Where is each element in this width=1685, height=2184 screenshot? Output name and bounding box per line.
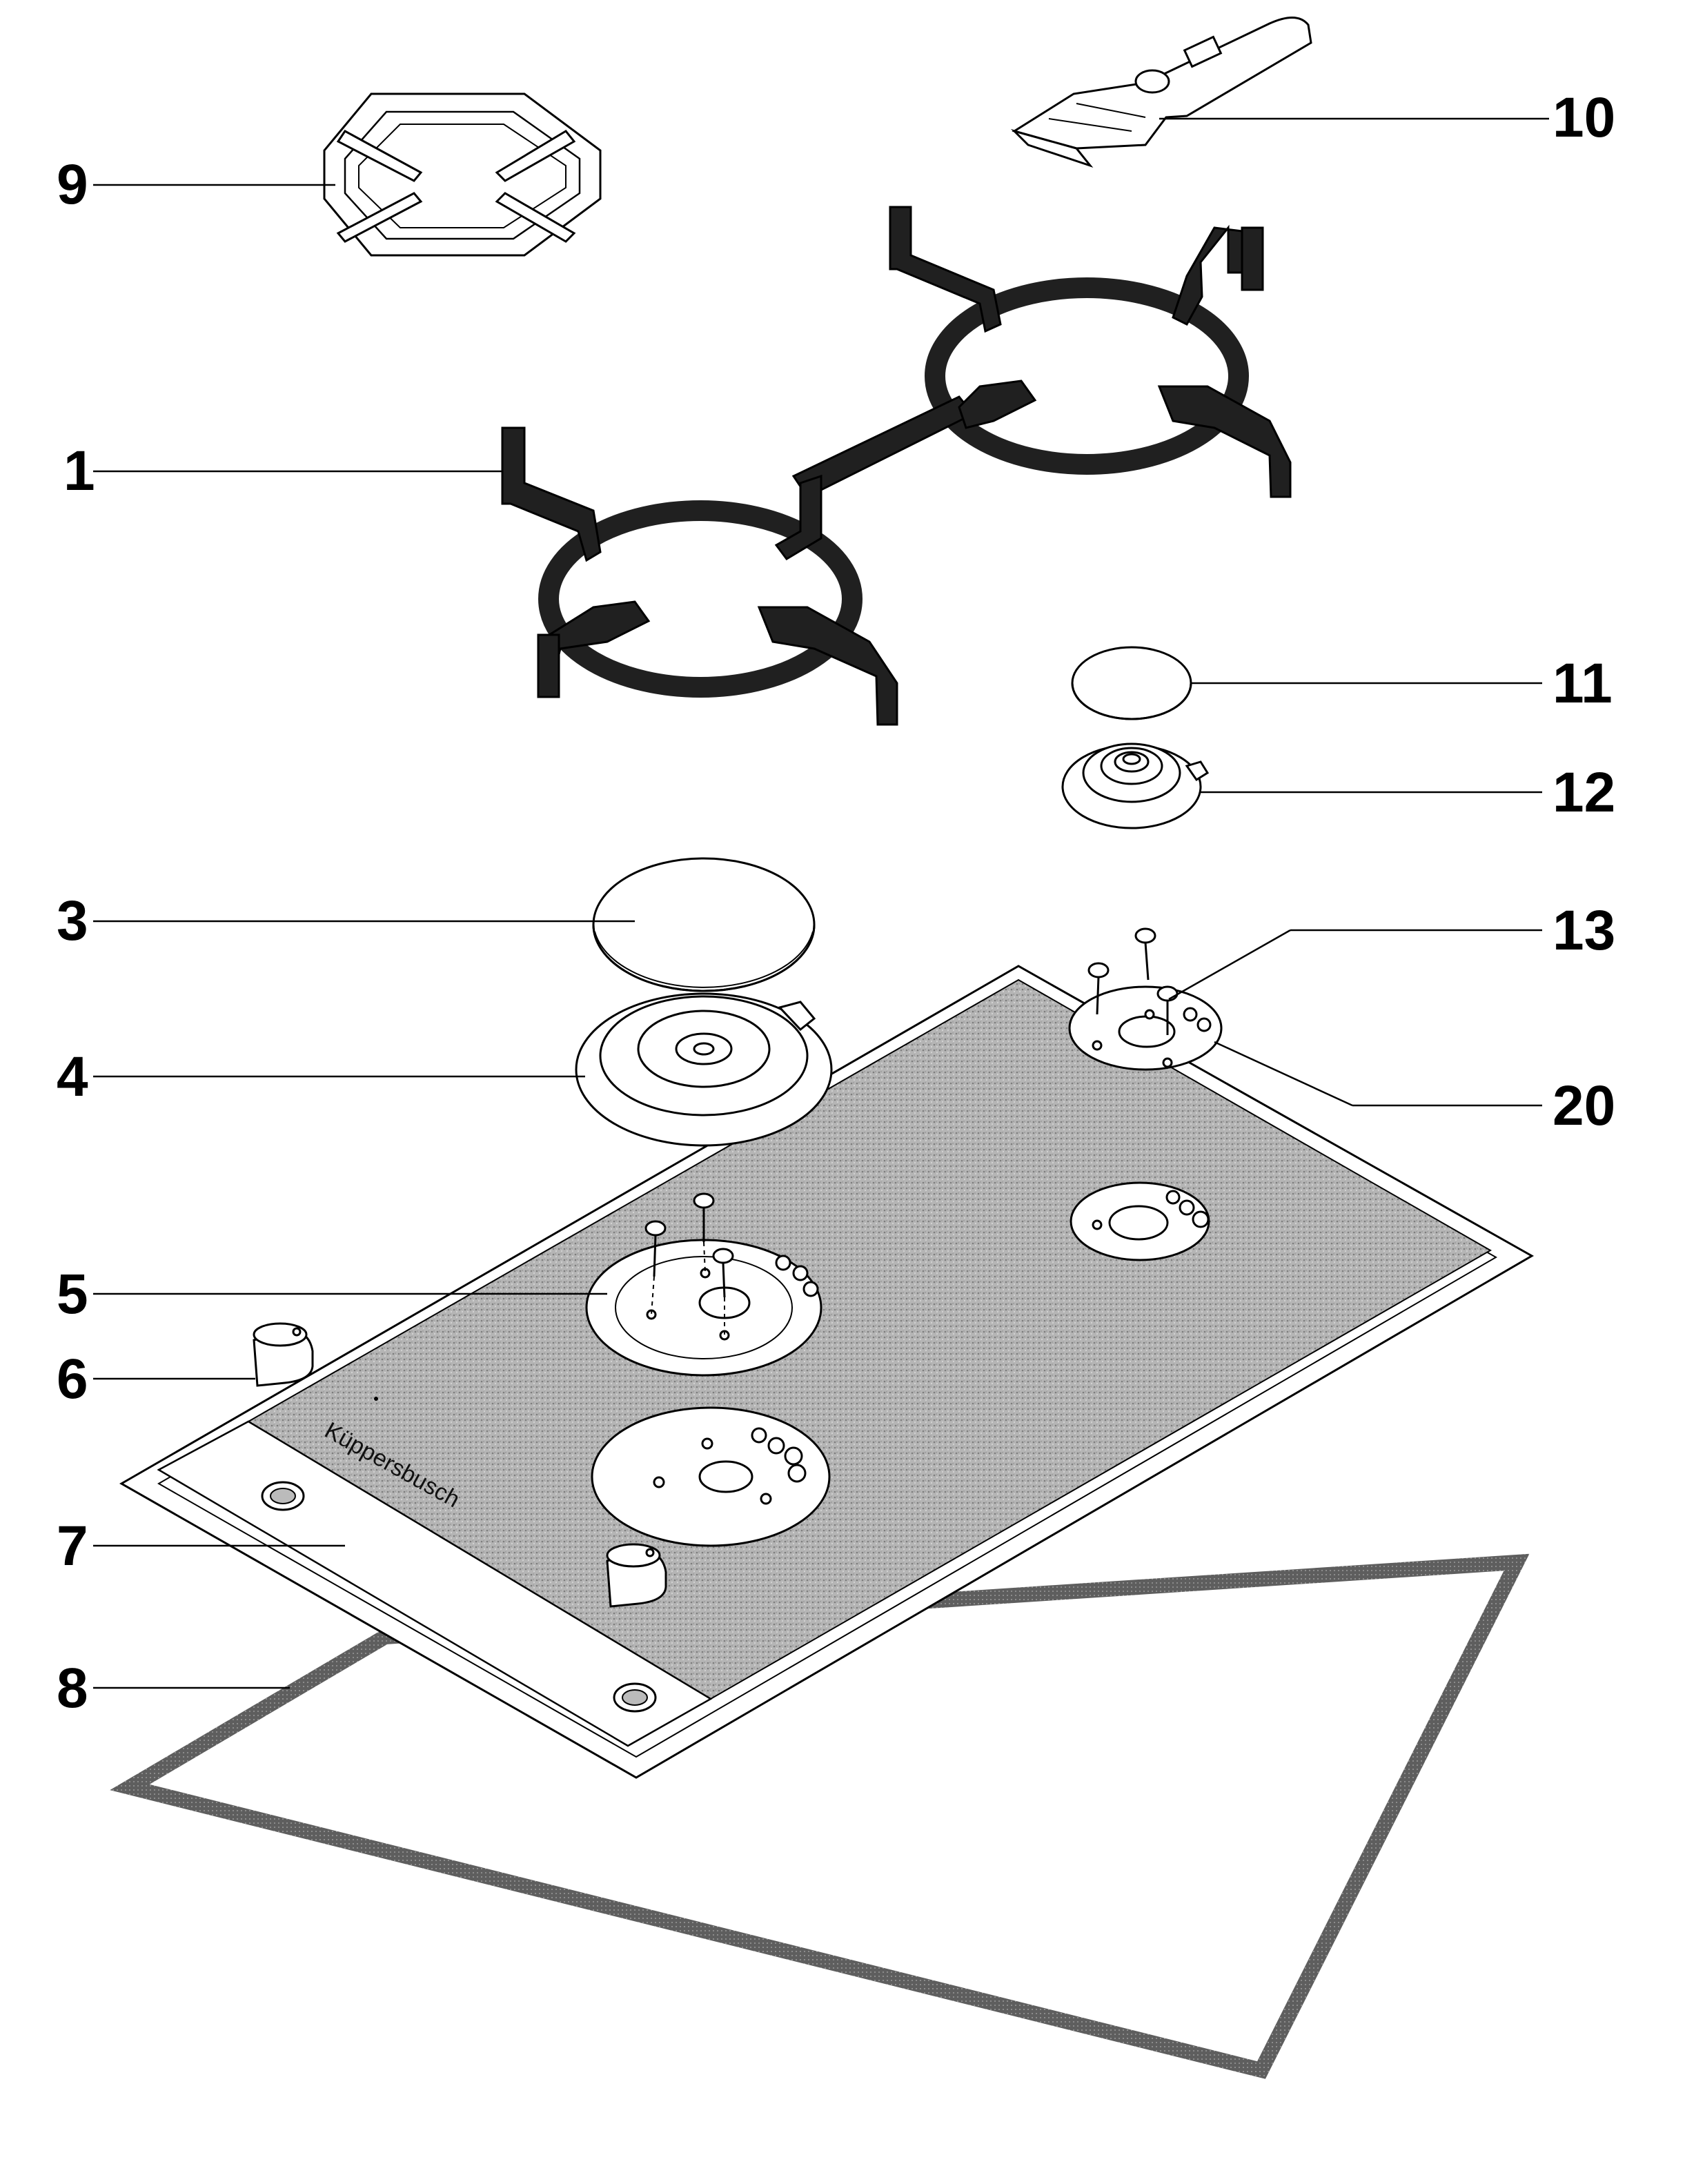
burner-cap-large bbox=[592, 857, 816, 992]
wok-ring-adapter bbox=[323, 92, 602, 257]
burner-body-large bbox=[575, 992, 833, 1147]
callout-1: 1 bbox=[63, 440, 95, 502]
callout-3: 3 bbox=[57, 889, 88, 952]
callout-8: 8 bbox=[57, 1657, 88, 1720]
callout-7: 7 bbox=[57, 1515, 88, 1577]
callout-9: 9 bbox=[57, 153, 88, 216]
callout-12: 12 bbox=[1553, 761, 1615, 824]
callout-labels: 9 10 1 11 12 3 13 4 20 5 6 7 8 bbox=[57, 86, 1615, 1720]
burner-mount-plate-large bbox=[585, 1192, 822, 1377]
scraper-tool bbox=[1010, 17, 1312, 168]
callout-10: 10 bbox=[1553, 86, 1615, 149]
callout-5: 5 bbox=[57, 1263, 88, 1326]
callout-11: 11 bbox=[1553, 652, 1613, 715]
screw-icon bbox=[1134, 927, 1156, 981]
pan-support-grate bbox=[501, 206, 1292, 726]
screw-icon bbox=[693, 1192, 715, 1274]
callout-6: 6 bbox=[57, 1348, 88, 1410]
leader-lines bbox=[93, 117, 1549, 1689]
burner-body-small bbox=[1061, 742, 1210, 829]
callout-13: 13 bbox=[1553, 899, 1615, 962]
callout-4: 4 bbox=[57, 1045, 88, 1108]
burner-cap-small bbox=[1071, 646, 1192, 720]
control-knob bbox=[253, 1322, 314, 1387]
hob-glass-plate: Küppersbusch bbox=[119, 965, 1535, 1779]
seal-gasket bbox=[110, 1553, 1530, 2079]
burner-mount-plate-small bbox=[1068, 927, 1223, 1071]
screw-icon bbox=[712, 1248, 734, 1335]
control-knob bbox=[606, 1543, 667, 1608]
screw-icon bbox=[644, 1220, 667, 1315]
screw-icon bbox=[1087, 962, 1110, 1015]
callout-20: 20 bbox=[1553, 1074, 1615, 1137]
